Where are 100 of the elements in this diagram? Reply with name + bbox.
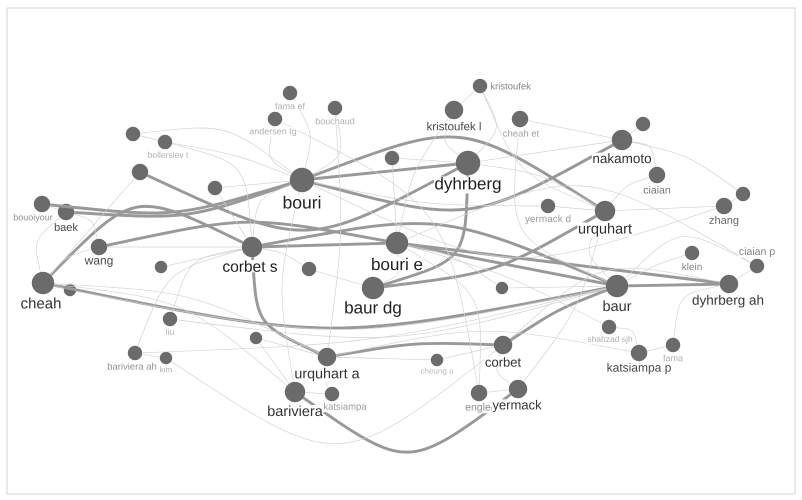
link-line [476,92,497,155]
author-label: engle [464,402,492,414]
node-circle [750,258,764,274]
link-line [383,175,470,286]
link-line [336,342,494,357]
author-label: ciaian p [738,246,776,258]
node-circle [648,166,666,184]
link-line [510,288,608,342]
link-line [50,182,291,214]
link-line [486,390,510,392]
node-circle [34,196,50,212]
node-circle [470,384,488,402]
node-circle [362,276,384,300]
link-line [398,117,450,232]
author-label: corbet s [222,260,278,272]
link-line [460,90,476,104]
node-circle [386,232,408,254]
link-line [140,128,293,173]
link-line [262,222,608,284]
link-line [408,242,720,284]
link-line [442,346,494,359]
author-label: kim [159,366,173,373]
node-circle [606,274,628,298]
node-circle [540,198,556,214]
node-circle [318,348,336,366]
node-circle [158,134,172,150]
link-line [482,92,596,208]
link-line [528,120,612,138]
node-circle [242,236,262,258]
node-circle [284,382,306,402]
link-line [312,136,598,207]
node-circle [250,332,262,344]
link-line [49,206,59,210]
node-circle [512,110,528,128]
link-line [50,248,92,275]
link-line [523,220,603,382]
node-circle [302,262,316,276]
node-circle [126,126,140,142]
author-label: fama [662,354,684,362]
node-circle [444,100,464,120]
author-label: andersen tg [248,127,298,137]
author-label: kristoufek [490,82,532,90]
node-circle [666,338,680,352]
link-line [626,254,686,281]
link-line [730,198,738,202]
link-line [172,248,242,312]
author-label: cheung a [420,367,454,376]
link-line [514,126,608,282]
link-line [54,283,320,354]
link-line [611,177,650,204]
author-label: bouri e [370,257,424,271]
link-line [407,186,752,263]
link-line [408,244,606,286]
link-line [336,356,432,360]
node-circle [162,312,178,326]
link-line [166,248,242,266]
link-line [176,288,607,338]
author-label: bouoiyour [12,213,54,223]
link-line [624,236,751,279]
node-circle [472,78,488,94]
link-line [736,270,752,280]
link-line [616,327,638,346]
link-line [262,242,386,248]
node-circle [508,380,528,398]
link-line [251,257,320,354]
node-circle [456,150,480,176]
node-circle [684,246,700,260]
link-line [106,220,386,247]
link-line [222,180,290,188]
node-circle [64,284,76,296]
author-label: cheah et [502,129,540,138]
link-line [312,184,717,258]
link-line [407,246,603,324]
link-line [262,339,318,355]
author-label: bariviera [266,404,324,417]
link-line [508,286,606,288]
link-line [262,248,304,266]
link-line [336,330,632,356]
link-line [316,270,363,286]
link-line [398,158,456,163]
link-line [106,246,242,248]
link-line [146,167,458,232]
link-line [314,182,542,206]
node-circle [90,238,108,256]
author-label: kristoufek l [426,121,482,131]
author-label: corbet [484,356,522,368]
link-line [554,206,596,210]
node-circle [154,260,168,274]
node-circle [160,352,172,364]
author-label: baur [602,300,632,312]
author-label: shahzad sjh [586,335,634,344]
link-line [510,268,720,340]
node-circle [282,86,298,100]
link-line [36,217,60,272]
link-line [406,248,481,386]
node-circle [594,200,616,222]
link-line [74,214,98,240]
link-line [74,182,291,218]
author-label: klein [681,262,703,271]
link-line [312,114,342,174]
